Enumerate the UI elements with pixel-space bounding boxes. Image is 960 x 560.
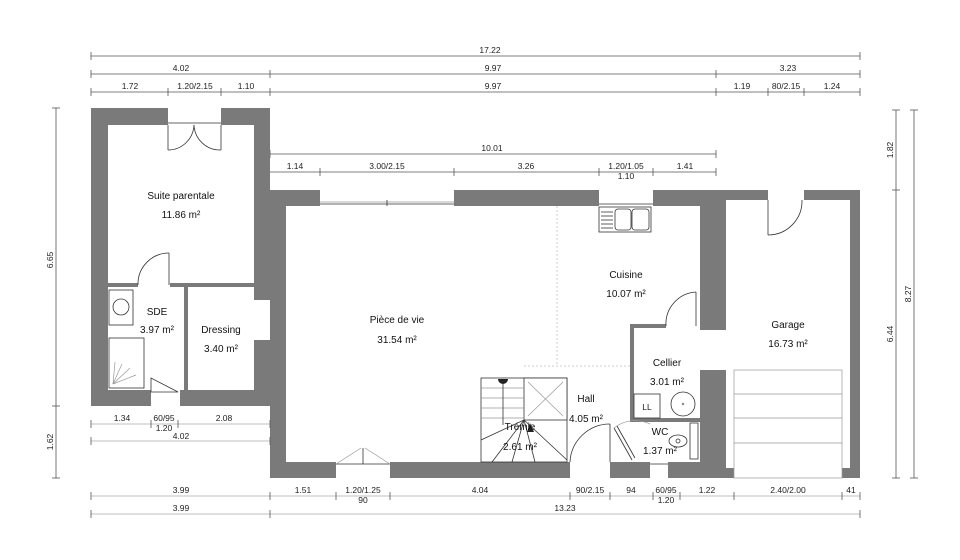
openings <box>137 122 843 479</box>
room-cuisine-name: Cuisine <box>609 270 643 281</box>
garage-door-icon <box>733 369 843 479</box>
dim-label: 1.34 <box>114 413 131 423</box>
door-icon <box>767 199 803 236</box>
dim-label: 1.22 <box>699 485 716 495</box>
dim-label: 90/2.15 <box>576 485 605 495</box>
dim-label: 94 <box>626 485 636 495</box>
laundry-label: LL <box>642 402 652 412</box>
room-labels: Suite parentale 11.86 m² SDE 3.97 m² Dre… <box>140 191 808 457</box>
dim-label: 10.01 <box>481 143 503 153</box>
dim-label: 1.10 <box>618 171 635 181</box>
room-wc-name: WC <box>652 427 669 438</box>
room-wc-area: 1.37 m² <box>643 446 678 457</box>
shower-icon <box>108 337 145 389</box>
left-bottom-dimensions: 1.34 60/95 2.08 1.20 4.02 <box>90 413 271 445</box>
room-hall-area: 4.05 m² <box>569 414 604 425</box>
room-cellier-name: Cellier <box>653 358 682 369</box>
dim-label: 1.10 <box>238 81 255 91</box>
room-garage-area: 16.73 m² <box>768 339 808 350</box>
fixtures: LL <box>108 206 699 463</box>
room-hall-name: Hall <box>577 394 594 405</box>
dim-label: 60/95 <box>153 413 175 423</box>
room-dressing-name: Dressing <box>201 325 240 336</box>
dim-label: 3.00/2.15 <box>369 161 405 171</box>
room-sde-area: 3.97 m² <box>140 325 175 336</box>
walls <box>91 108 860 478</box>
dim-label: 9.97 <box>485 81 502 91</box>
bottom-dimensions: 3.99 1.51 1.20/1.25 4.04 90/2.15 94 60/9… <box>90 485 861 518</box>
room-dressing-area: 3.40 m² <box>204 344 239 355</box>
room-suite-parentale-area: 11.86 m² <box>162 210 201 221</box>
dim-label: 4.02 <box>173 63 190 73</box>
left-dimensions: 6.65 1.62 <box>45 107 60 479</box>
water-heater-icon <box>670 391 696 417</box>
room-cuisine-area: 10.07 m² <box>606 289 646 300</box>
toilet-icon <box>668 422 699 460</box>
washbasin-icon <box>108 289 134 326</box>
right-dimensions: 1.82 6.44 8.27 <box>885 109 918 479</box>
dim-label: 1.20/1.25 <box>345 485 381 495</box>
bay-window-icon <box>320 200 454 206</box>
door-icon <box>665 291 697 327</box>
dim-label: 1.41 <box>677 161 694 171</box>
sink-icon <box>598 206 652 233</box>
dim-label: 9.97 <box>485 63 502 73</box>
room-garage-name: Garage <box>771 320 805 331</box>
window-icon <box>335 447 391 465</box>
dim-label: 1.72 <box>122 81 139 91</box>
dim-label: 6.44 <box>885 325 895 342</box>
door-icon <box>137 252 170 286</box>
laundry-icon: LL <box>633 393 661 419</box>
dim-label: 41 <box>846 485 856 495</box>
dim-label: 13.23 <box>554 503 576 513</box>
dim-label: 1.20 <box>658 495 675 505</box>
dim-label: 1.20/2.15 <box>177 81 213 91</box>
dim-label: 1.62 <box>45 433 55 450</box>
dim-label: 3.99 <box>173 503 190 513</box>
top-dimensions: 17.22 4.02 9.97 3.23 1.72 1.20/2.15 1.10… <box>90 45 861 96</box>
dim-label: 1.51 <box>295 485 312 495</box>
dim-label: 2.08 <box>216 413 233 423</box>
room-piece-de-vie-name: Pièce de vie <box>370 315 425 326</box>
dim-label: 1.82 <box>885 141 895 158</box>
dim-label: 1.14 <box>287 161 304 171</box>
room-suite-parentale-name: Suite parentale <box>147 191 215 202</box>
dim-label: 1.24 <box>824 81 841 91</box>
room-sde-name: SDE <box>147 307 168 318</box>
dim-label: 3.99 <box>173 485 190 495</box>
door-icon <box>613 420 651 461</box>
dim-label: 60/95 <box>655 485 677 495</box>
dim-label: 90 <box>358 495 368 505</box>
dim-label: 1.20 <box>156 423 173 433</box>
dim-label: 8.27 <box>903 285 913 302</box>
dim-label: 2.40/2.00 <box>770 485 806 495</box>
dim-label: 1.19 <box>734 81 751 91</box>
door-icon <box>150 377 179 393</box>
dim-label: 6.65 <box>45 251 55 268</box>
room-tremie-name: Trémie <box>505 422 536 433</box>
stairs-icon <box>480 377 568 463</box>
dim-overall-width: 17.22 <box>479 45 501 55</box>
dim-label: 80/2.15 <box>772 81 801 91</box>
inner-top-dimensions: 10.01 1.14 3.00/2.15 3.26 1.20/1.05 1.41… <box>269 143 717 181</box>
french-window-icon <box>167 122 222 151</box>
room-piece-de-vie-area: 31.54 m² <box>377 335 417 346</box>
dim-label: 3.23 <box>780 63 797 73</box>
dim-label: 3.26 <box>518 161 535 171</box>
dim-label: 4.02 <box>173 431 190 441</box>
room-cellier-area: 3.01 m² <box>650 377 685 388</box>
entry-door-icon <box>569 423 611 463</box>
room-tremie-area: 2.61 m² <box>503 442 538 453</box>
dim-label: 4.04 <box>472 485 489 495</box>
dim-label: 1.20/1.05 <box>608 161 644 171</box>
